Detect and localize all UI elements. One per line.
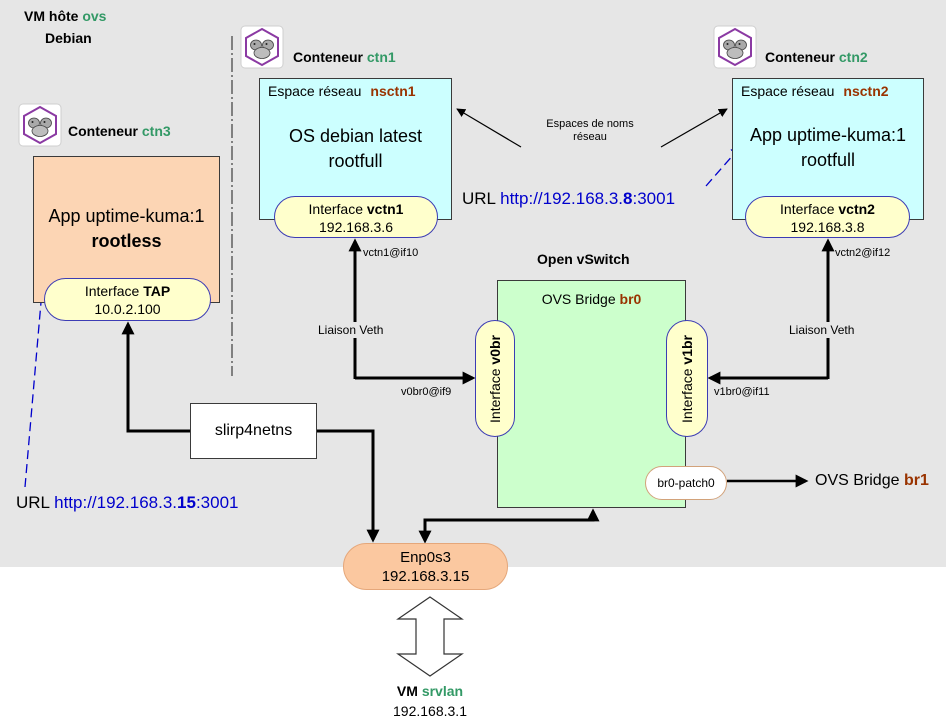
netns-arrow-ctn2	[660, 108, 728, 148]
ctn2-netns-header: Espace réseau nsctn2	[741, 82, 889, 100]
netns-note: Espaces de noms réseau	[530, 118, 650, 144]
veth-right-port: v1br0@if11	[714, 386, 770, 398]
ctn2-url: URL http://192.168.3.8:3001	[462, 189, 675, 209]
netns-note-line2: réseau	[573, 131, 607, 144]
ctn2-netns-prefix: Espace réseau	[741, 83, 835, 99]
ovs-bridge-prefix: OVS Bridge	[541, 291, 616, 307]
ctn2-vctn2-interface: Interface vctn2 192.168.3.8	[745, 196, 910, 238]
ctn3-iface-name: TAP	[143, 283, 171, 299]
ovs-title: Open vSwitch	[537, 251, 630, 267]
ctn2-url-host: 8	[623, 189, 633, 208]
ctn2-iface-label: Interface vctn2	[746, 200, 909, 218]
ovs-bridge-header: OVS Bridge br0	[498, 290, 685, 308]
ovs-port-v1br: Interface v1br	[666, 320, 708, 437]
ovs-peer-bridge-prefix: OVS Bridge	[815, 472, 900, 489]
ovs-port-v1br-label: Interface v1br	[678, 335, 696, 423]
slirp-to-nic-connector	[317, 429, 380, 543]
ctn2-iface-name: vctn2	[838, 201, 875, 217]
ctn3-iface-prefix: Interface	[84, 283, 140, 299]
ctn2-line1: App uptime-kuma:1	[749, 125, 907, 145]
vctn1-veth-peer: vctn1@if10	[363, 247, 419, 259]
ctn3-url-link: http://192.168.3.15:3001	[54, 493, 238, 512]
ctn1-title: Conteneur ctn1	[293, 49, 396, 66]
ctn2-netns-name: nsctn2	[843, 83, 889, 99]
ctn3-url-prefix: URL	[16, 493, 50, 512]
remote-vm-ip: 192.168.3.1	[393, 703, 467, 719]
ovs-port-v0br: Interface v0br	[475, 320, 515, 437]
netns-note-line1: Espaces de noms	[546, 118, 634, 130]
ovs-port-v1br-name: v1br	[679, 334, 695, 365]
ctn3-url-base: http://192.168.3.	[54, 493, 178, 512]
slirp4netns-box: slirp4netns	[190, 403, 317, 459]
ctn1-line2: rootfull	[328, 151, 383, 171]
host-vm-title: VM hôte ovs	[24, 8, 106, 25]
ovs-bridge-name: br0	[619, 291, 642, 307]
ctn3-url-host: 15	[177, 493, 196, 512]
podman-icon	[713, 25, 757, 69]
host-nic-name: Enp0s3	[400, 549, 451, 566]
ctn2-url-prefix: URL	[462, 189, 496, 208]
ovs-to-nic-connector	[418, 518, 593, 544]
ctn1-iface-ip: 192.168.3.6	[319, 219, 393, 235]
ctn1-iface-prefix: Interface	[308, 201, 363, 217]
veth-left-port: v0br0@if9	[401, 386, 452, 398]
veth-right-label: Liaison Veth	[789, 322, 855, 339]
remote-vm-name: srvlan	[421, 683, 464, 699]
podman-icon	[18, 103, 62, 147]
ovs-patch-port: br0-patch0	[645, 466, 727, 500]
ctn1-iface-label: Interface vctn1	[275, 200, 437, 218]
ctn3-iface-ip: 10.0.2.100	[94, 301, 161, 317]
srvlan-double-arrow	[396, 596, 464, 677]
host-vm-prefix: VM hôte	[24, 8, 79, 24]
ovs-port-v0br-label: Interface v0br	[486, 335, 504, 423]
ctn3-url-port: :3001	[195, 493, 239, 512]
ctn3-app: App uptime-kuma:1	[48, 206, 205, 226]
ctn2-title-prefix: Conteneur	[765, 49, 835, 65]
ovs-port-v1br-prefix: Interface	[679, 367, 695, 423]
ctn2-iface-prefix: Interface	[780, 201, 835, 217]
ctn1-netns-header: Espace réseau nsctn1	[268, 82, 416, 100]
ctn1-iface-name: vctn1	[366, 201, 404, 217]
ctn2-title: Conteneur ctn2	[765, 49, 868, 66]
ctn3-title: Conteneur ctn3	[68, 123, 171, 140]
remote-vm-prefix: VM	[396, 683, 418, 699]
ctn2-line2: rootfull	[800, 150, 856, 170]
ovs-peer-bridge: OVS Bridge br1	[815, 471, 929, 490]
ctn2-url-port: :3001	[632, 189, 676, 208]
ctn3-mode: rootless	[91, 231, 162, 251]
ctn3-title-prefix: Conteneur	[68, 123, 138, 139]
host-vm-os: Debian	[45, 30, 92, 46]
ctn1-netns-prefix: Espace réseau	[268, 83, 362, 99]
ctn3-url: URL http://192.168.3.15:3001	[16, 493, 238, 513]
host-vm-name: ovs	[82, 8, 107, 24]
ctn2-url-link: http://192.168.3.8:3001	[500, 189, 675, 208]
remote-vm-title: VM srvlan	[330, 683, 530, 700]
ctn3-title-name: ctn3	[141, 123, 171, 139]
ctn1-title-prefix: Conteneur	[293, 49, 363, 65]
ctn3-iface-label: Interface TAP	[45, 282, 210, 300]
vctn2-veth-peer: vctn2@if12	[835, 247, 891, 259]
tap-to-slirp-connector	[121, 321, 190, 433]
ovs-port-v0br-prefix: Interface	[487, 367, 503, 423]
ctn1-vctn1-interface: Interface vctn1 192.168.3.6	[274, 196, 438, 238]
ctn1-line1: OS debian latest	[288, 126, 423, 146]
ctn1-netns-name: nsctn1	[370, 83, 416, 99]
ctn2-title-name: ctn2	[838, 49, 868, 65]
veth-left-label: Liaison Veth	[318, 322, 384, 339]
ctn2-url-base: http://192.168.3.	[500, 189, 624, 208]
ovs-port-v0br-name: v0br	[487, 334, 503, 365]
host-nic-enp0s3: Enp0s3 192.168.3.15	[343, 543, 508, 590]
netns-arrow-ctn1	[456, 108, 522, 148]
host-nic-ip: 192.168.3.15	[381, 568, 470, 585]
ctn3-tap-interface: Interface TAP 10.0.2.100	[44, 278, 211, 321]
ctn1-title-name: ctn1	[366, 49, 396, 65]
ovs-peer-bridge-name: br1	[903, 472, 929, 489]
podman-icon	[240, 25, 284, 69]
ctn2-iface-ip: 192.168.3.8	[790, 219, 865, 235]
